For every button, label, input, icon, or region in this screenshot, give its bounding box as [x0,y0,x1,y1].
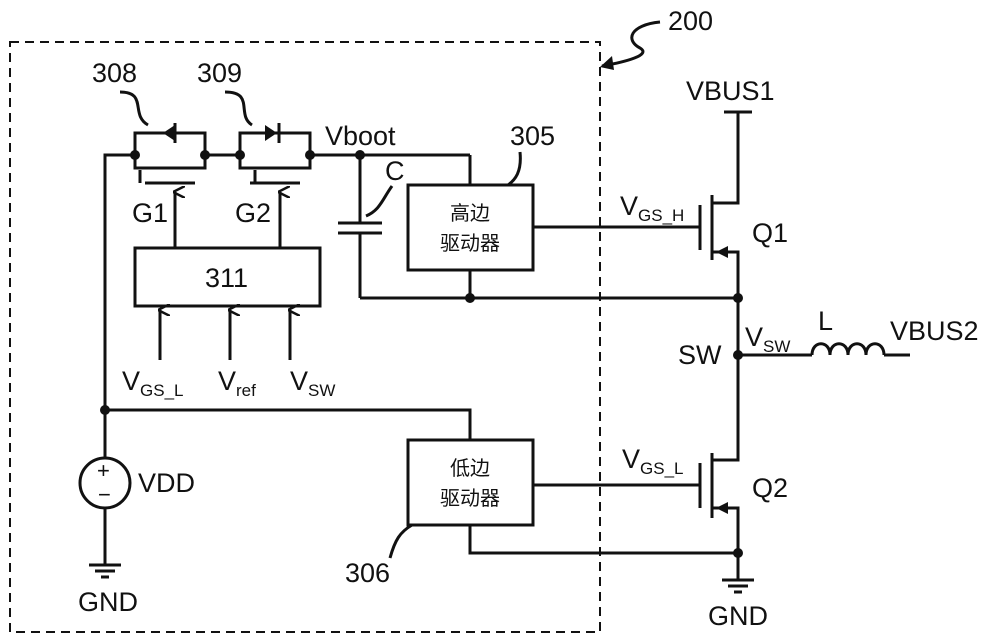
low-driver-line1: 低边 [450,456,490,480]
high-driver-line2: 驱动器 [440,231,500,255]
low-side-driver [408,440,533,525]
controller-ref: 311 [205,263,248,293]
label-308: 308 [92,58,137,88]
node-dot [100,405,110,415]
figure-leader-arrowhead [600,56,614,70]
label-vsw: VSW [745,322,790,356]
label-g2: G2 [235,198,271,228]
label-309: 309 [197,58,242,88]
figure-number: 200 [668,6,713,36]
node-dot [465,293,475,303]
node-dot [733,548,743,558]
label-vbus2: VBUS2 [890,316,979,346]
leader-capacitor [366,186,392,216]
ground-symbol-left [89,565,121,577]
switch-309 [240,123,310,183]
input-vref: Vref [218,366,256,400]
input-vgs-l: VGS_L [122,366,184,400]
label-gnd-right: GND [708,601,768,631]
label-vgs-l: VGS_L [622,444,684,478]
vdd-minus: − [98,482,111,507]
leader-306 [390,525,412,558]
label-g1: G1 [132,198,168,228]
label-gnd-left: GND [78,587,138,617]
label-305: 305 [510,121,555,151]
transistor-q1 [700,112,738,298]
vdd-plus: + [97,458,110,483]
high-driver-line1: 高边 [450,201,490,225]
label-vdd: VDD [138,468,195,498]
label-306: 306 [345,558,390,588]
node-dot [200,150,210,160]
label-vboot: Vboot [325,121,396,151]
label-vbus1: VBUS1 [686,76,775,106]
wire-306-to-gnd [470,525,738,553]
wire-vdd-to-306 [105,410,470,440]
ground-symbol-right [722,580,754,592]
node-dot [130,150,140,160]
label-q1: Q1 [752,218,788,248]
leader-309 [225,92,252,125]
node-dot [235,150,245,160]
inductor-l [812,344,884,355]
label-sw: SW [678,340,722,370]
input-vsw: VSW [290,366,335,400]
switch-308 [135,123,205,183]
low-driver-line2: 驱动器 [440,486,500,510]
node-dot [305,150,315,160]
leader-308 [120,92,148,125]
label-capacitor: C [385,156,405,186]
label-q2: Q2 [752,473,788,503]
label-vgs-h: VGS_H [620,191,684,225]
label-inductor: L [818,306,833,336]
high-side-driver [408,185,533,270]
leader-305 [508,152,520,185]
transistor-q2 [700,450,738,580]
